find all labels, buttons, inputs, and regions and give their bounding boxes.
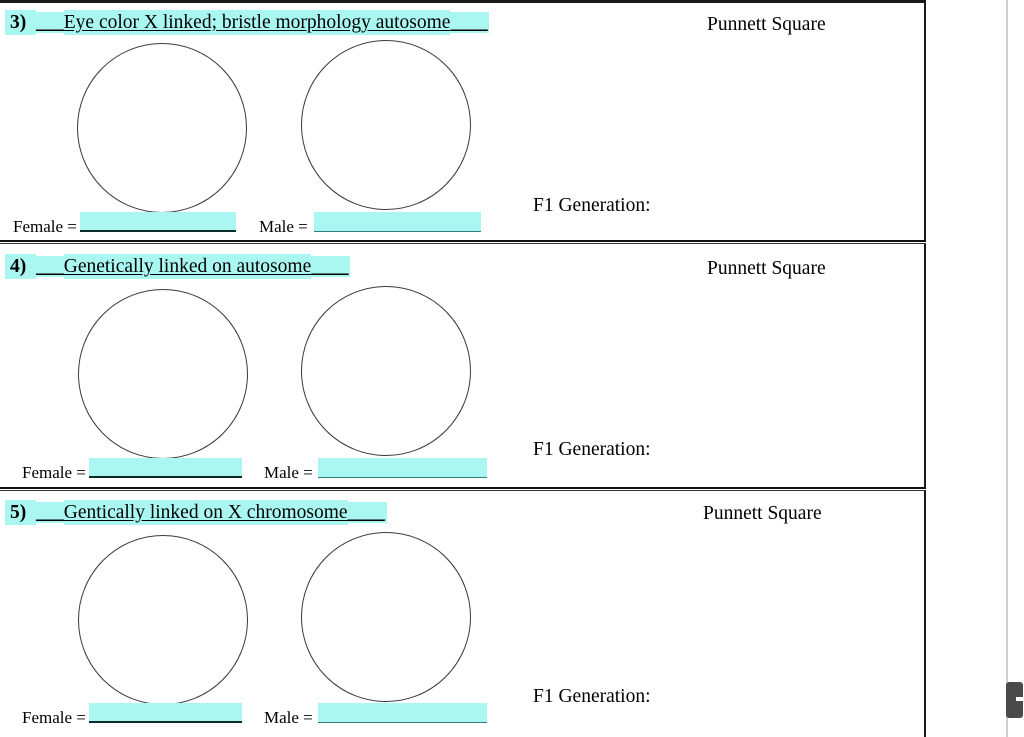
- row-5-female-label: Female =: [22, 708, 86, 727]
- row-3-punnett-square-label: Punnett Square: [707, 14, 826, 35]
- row-3-parent-circle-left[interactable]: [77, 43, 247, 213]
- row-4-parent-circle-right[interactable]: [301, 286, 471, 456]
- row-4-header: 4) ___Genetically linked on autosome____: [5, 254, 351, 279]
- row-3-female-blank[interactable]: [80, 212, 236, 232]
- row-4-female-label: Female =: [22, 463, 86, 482]
- row-3-trail-blank[interactable]: ____: [450, 12, 490, 33]
- row-divider-4-5: [0, 487, 926, 491]
- row-4-male-label: Male =: [264, 463, 313, 482]
- page-right-edge: [1006, 0, 1007, 737]
- row-5-female-blank[interactable]: [89, 703, 242, 723]
- worksheet-row-4: 4) ___Genetically linked on autosome____…: [0, 244, 926, 489]
- row-5-number: 5): [5, 500, 27, 525]
- row-4-title: Genetically linked on autosome: [63, 254, 312, 279]
- worksheet-row-3: 3) ___Eye color X linked; bristle morpho…: [0, 0, 926, 243]
- vertical-scrollbar-track[interactable]: [1007, 0, 1024, 737]
- vertical-scrollbar-thumb[interactable]: [1006, 682, 1023, 718]
- row-5-header: 5) ___Gentically linked on X chromosome_…: [5, 500, 387, 525]
- row-3-f1-generation-label: F1 Generation:: [533, 195, 651, 216]
- row-5-f1-generation-label: F1 Generation:: [533, 686, 651, 707]
- row-4-trail-blank[interactable]: ____: [311, 256, 351, 277]
- row-3-header: 3) ___Eye color X linked; bristle morpho…: [5, 10, 490, 35]
- row-5-parent-circle-right[interactable]: [301, 532, 471, 702]
- row-3-lead-blank[interactable]: ___: [36, 12, 64, 33]
- table-top-border: [0, 0, 926, 3]
- row-5-male-blank[interactable]: [318, 703, 487, 723]
- row-4-f1-generation-label: F1 Generation:: [533, 439, 651, 460]
- row-4-female-blank[interactable]: [89, 458, 242, 478]
- row-divider-3-4: [0, 240, 926, 244]
- row-4-male-blank[interactable]: [318, 458, 487, 478]
- row-4-number: 4): [5, 254, 27, 279]
- row-4-parent-circle-left[interactable]: [78, 289, 248, 459]
- row-5-punnett-square-label: Punnett Square: [703, 503, 822, 524]
- row-4-punnett-square-label: Punnett Square: [707, 258, 826, 279]
- row-5-male-label: Male =: [264, 708, 313, 727]
- row-3-parent-circle-right[interactable]: [301, 40, 471, 210]
- row-5-lead-blank[interactable]: ___: [36, 502, 64, 523]
- scrollbar-thumb-notch-icon: [1016, 697, 1023, 701]
- worksheet-table: 3) ___Eye color X linked; bristle morpho…: [0, 0, 926, 737]
- row-5-title: Gentically linked on X chromosome: [63, 500, 348, 525]
- row-4-lead-blank[interactable]: ___: [36, 256, 64, 277]
- row-3-male-label: Male =: [259, 217, 308, 236]
- row-3-title: Eye color X linked; bristle morphology a…: [63, 10, 451, 35]
- row-3-male-blank[interactable]: [314, 212, 481, 232]
- worksheet-row-5: 5) ___Gentically linked on X chromosome_…: [0, 491, 926, 737]
- row-3-female-label: Female =: [13, 217, 77, 236]
- row-5-parent-circle-left[interactable]: [78, 535, 248, 705]
- row-5-trail-blank[interactable]: ____: [347, 502, 387, 523]
- row-3-number: 3): [5, 10, 27, 35]
